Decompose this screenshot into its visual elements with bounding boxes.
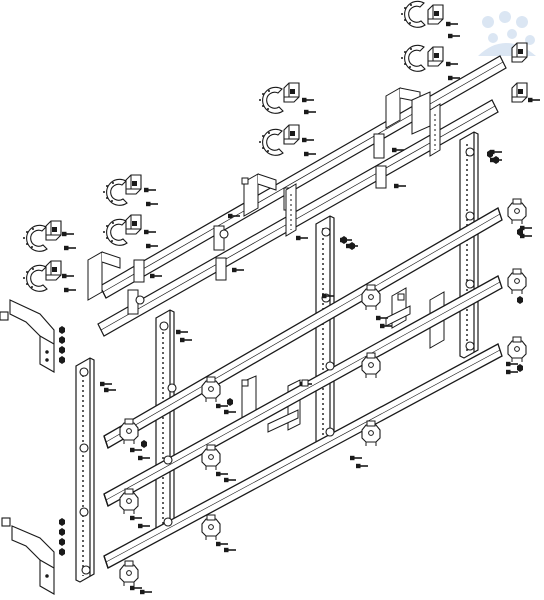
mounting-bracket-bottom-left <box>1 517 55 595</box>
support-bolts <box>79 147 475 575</box>
cable-clip-group-1 <box>22 220 77 294</box>
left-nut-column <box>59 326 65 556</box>
cable-clip-group-4 <box>400 0 461 81</box>
mounting-bracket-top-left <box>0 299 55 373</box>
busbar-bottom <box>103 343 503 569</box>
washers <box>241 177 405 387</box>
vertical-support-right <box>459 131 479 359</box>
upper-rail-front <box>97 99 499 337</box>
vertical-support-2 <box>155 309 175 537</box>
rail-end-clamps <box>511 42 541 103</box>
cable-clip-group-3 <box>258 82 317 157</box>
upper-rail-back <box>99 55 507 299</box>
cable-clip-group-2 <box>102 174 159 249</box>
vertical-support-3 <box>315 215 335 445</box>
busbar-middle <box>103 275 503 507</box>
vertical-support-left <box>75 357 95 583</box>
